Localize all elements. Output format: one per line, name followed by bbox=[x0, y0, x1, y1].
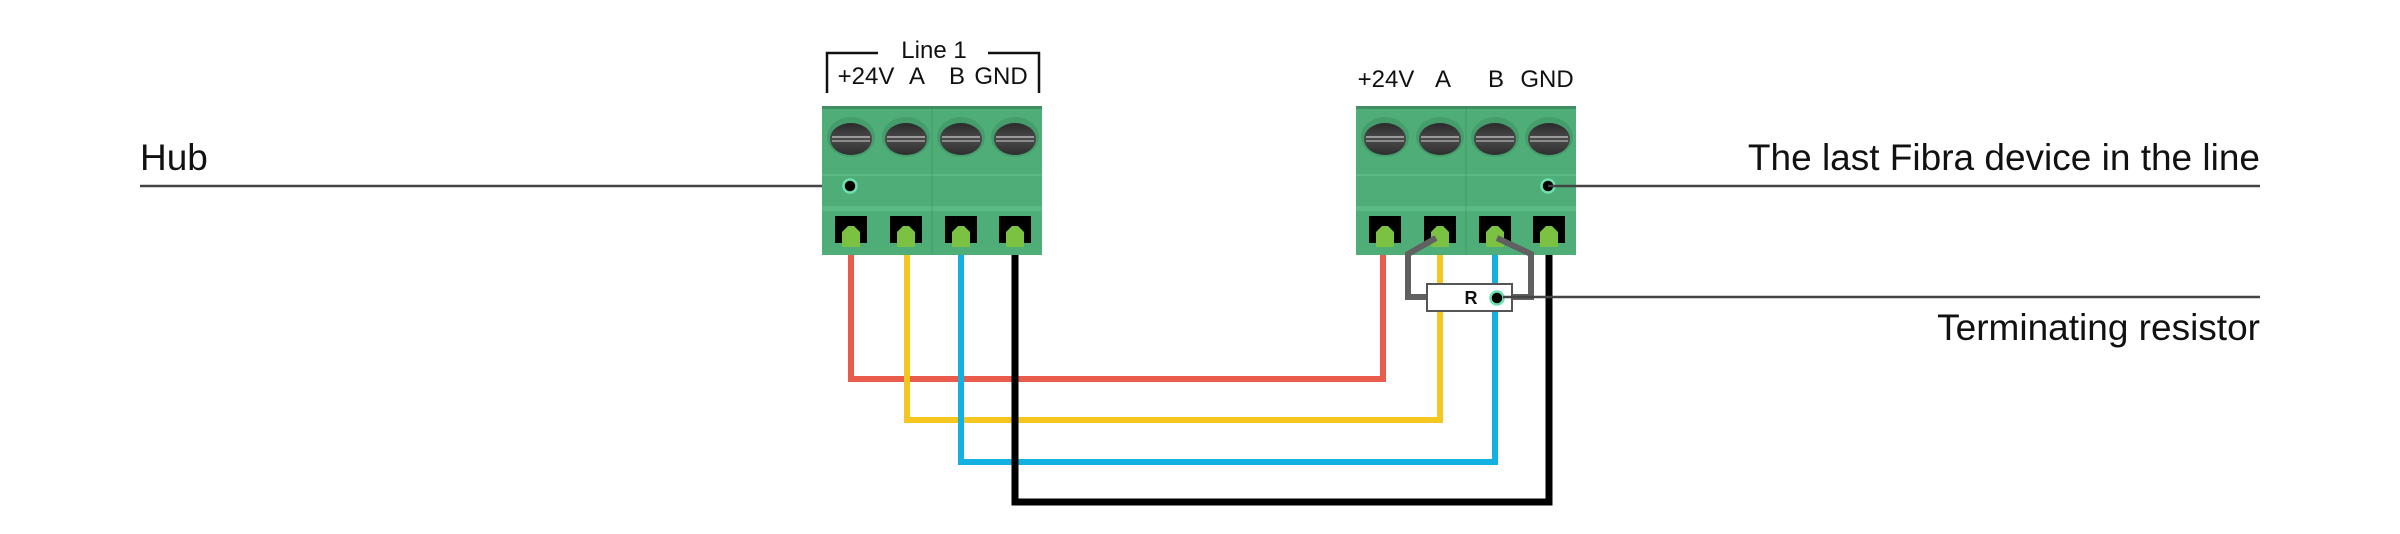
resistor-lead-a bbox=[1405, 235, 1438, 300]
line-group-label: Line 1 bbox=[901, 37, 966, 64]
device-terminal-block bbox=[1356, 106, 1576, 255]
device-block-screw-slot bbox=[1530, 140, 1568, 142]
hub-terminal-label-gnd: GND bbox=[974, 63, 1027, 90]
device-terminal-label-gnd: GND bbox=[1520, 66, 1573, 93]
hub-terminal-label-a: A bbox=[909, 63, 925, 90]
hub-block-screw-icon bbox=[994, 123, 1036, 155]
device-terminal-label-a: A bbox=[1435, 66, 1451, 93]
device-terminal-label-b: B bbox=[1488, 66, 1504, 93]
hub-block-screw-icon bbox=[940, 123, 982, 155]
device-block-screw-icon bbox=[1528, 123, 1570, 155]
hub-block-screw-slot bbox=[942, 136, 980, 138]
hub-block-screw-slot bbox=[996, 140, 1034, 142]
resistor-pointer-dot bbox=[1489, 290, 1505, 306]
wire-gnd bbox=[1011, 240, 1553, 506]
device-block-screw-slot bbox=[1366, 136, 1404, 138]
device-block-screw-slot bbox=[1530, 136, 1568, 138]
device-terminal-label-24v: +24V bbox=[1358, 66, 1415, 93]
device-label: The last Fibra device in the line bbox=[1748, 137, 2260, 178]
device-block-screw-slot bbox=[1366, 140, 1404, 142]
resistor-symbol: R bbox=[1465, 288, 1478, 308]
hub-label: Hub bbox=[140, 137, 208, 178]
wire-b bbox=[958, 240, 1498, 465]
hub-terminal-block bbox=[822, 106, 1042, 255]
device-block-screw-icon bbox=[1419, 123, 1461, 155]
device-block-pin bbox=[1376, 226, 1394, 247]
hub-terminal-label-b: B bbox=[949, 63, 965, 90]
device-block-screw-slot bbox=[1421, 140, 1459, 142]
device-block-pin bbox=[1540, 226, 1558, 247]
resistor-label: Terminating resistor bbox=[1937, 307, 2260, 348]
hub-block-pin bbox=[1006, 226, 1024, 247]
device-block-screw-slot bbox=[1421, 136, 1459, 138]
device-block-screw-slot bbox=[1476, 136, 1514, 138]
hub-block-screw-slot bbox=[887, 140, 925, 142]
hub-block-screw-slot bbox=[887, 136, 925, 138]
hub-block-pin bbox=[952, 226, 970, 247]
device-block-screw-slot bbox=[1476, 140, 1514, 142]
hub-block-screw-icon bbox=[830, 123, 872, 155]
hub-terminal-label-24v: +24V bbox=[838, 63, 895, 90]
terminating-resistor: R bbox=[1426, 283, 1513, 312]
wire-24v bbox=[848, 240, 1386, 382]
hub-block-pointer-dot bbox=[842, 178, 858, 194]
device-block-screw-icon bbox=[1364, 123, 1406, 155]
hub-block-screw-slot bbox=[996, 136, 1034, 138]
device-block-pin bbox=[1431, 226, 1449, 247]
wires bbox=[848, 240, 1553, 506]
line-bracket bbox=[825, 51, 1041, 93]
hub-block-pin bbox=[842, 226, 860, 247]
hub-block-pin bbox=[897, 226, 915, 247]
wire-a bbox=[904, 240, 1443, 423]
hub-block-screw-icon bbox=[885, 123, 927, 155]
hub-block-screw-slot bbox=[832, 136, 870, 138]
hub-block-screw-slot bbox=[832, 140, 870, 142]
device-block-screw-icon bbox=[1474, 123, 1516, 155]
hub-block-screw-slot bbox=[942, 140, 980, 142]
